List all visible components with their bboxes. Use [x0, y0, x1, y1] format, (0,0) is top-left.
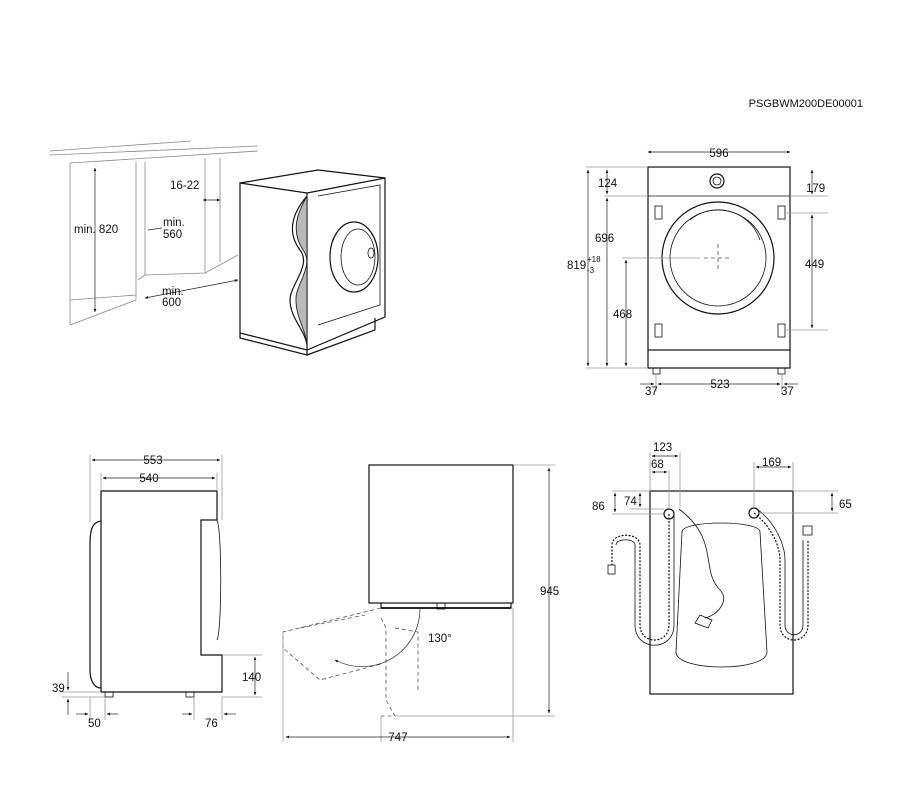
- side-recess-height: 140: [242, 672, 261, 684]
- niche-gap-label: 16-22: [170, 180, 199, 192]
- niche-depth-label-2: 560: [163, 229, 182, 241]
- rear-inlet-offset: 169: [762, 457, 781, 469]
- front-foot-left: 37: [645, 386, 658, 398]
- front-height-base: 819: [567, 260, 586, 272]
- front-view: 596 124 696 819 +18 -3 468 179 449 523 3…: [567, 148, 828, 398]
- rear-outlet-top-outer: 86: [592, 501, 605, 513]
- niche-height-label: min. 820: [74, 224, 118, 236]
- door-swing-view: 130° 945 747: [282, 464, 559, 744]
- niche-width-label-2: 600: [162, 297, 181, 309]
- front-hinge-spacing: 449: [805, 259, 824, 271]
- side-foot-height: 39: [52, 683, 65, 695]
- front-height-tol-plus: +18: [587, 255, 601, 264]
- front-top-to-hinge: 124: [598, 178, 618, 190]
- niche-depth-label-1: min.: [163, 217, 185, 229]
- side-rear-foot-offset: 76: [205, 718, 218, 730]
- front-foot-right: 37: [781, 386, 794, 398]
- side-front-foot-offset: 50: [88, 718, 101, 730]
- front-feet-spacing: 523: [710, 379, 729, 391]
- front-top-to-hinge-right: 179: [806, 183, 825, 195]
- side-view: 553 540 140 39 50 76: [52, 455, 262, 730]
- rear-inlet-top: 65: [839, 499, 852, 511]
- rear-outlet-top-inner: 74: [624, 496, 637, 508]
- rear-view: 123 68 86 74 169 65: [592, 442, 852, 695]
- niche-width-label-1: min.: [162, 286, 184, 298]
- front-upper-height: 696: [595, 233, 614, 245]
- door-swing-depth: 747: [388, 732, 407, 744]
- rear-outlet-offset: 123: [653, 442, 672, 454]
- front-height-tol-minus: -3: [587, 266, 595, 275]
- niche-isometric-view: min. 820 16-22 min. 560 min. 600: [49, 140, 386, 356]
- door-opening-angle: 130°: [428, 633, 452, 645]
- side-body-depth: 540: [139, 473, 158, 485]
- rear-outlet-inner: 68: [651, 459, 664, 471]
- front-door-center-height: 468: [613, 309, 632, 321]
- front-width: 596: [709, 148, 728, 160]
- drawing-code: PSGBWM200DE00001: [749, 98, 863, 110]
- front-height: 819: [567, 260, 586, 272]
- side-overall-depth: 553: [143, 455, 162, 467]
- door-total-height: 945: [540, 586, 559, 598]
